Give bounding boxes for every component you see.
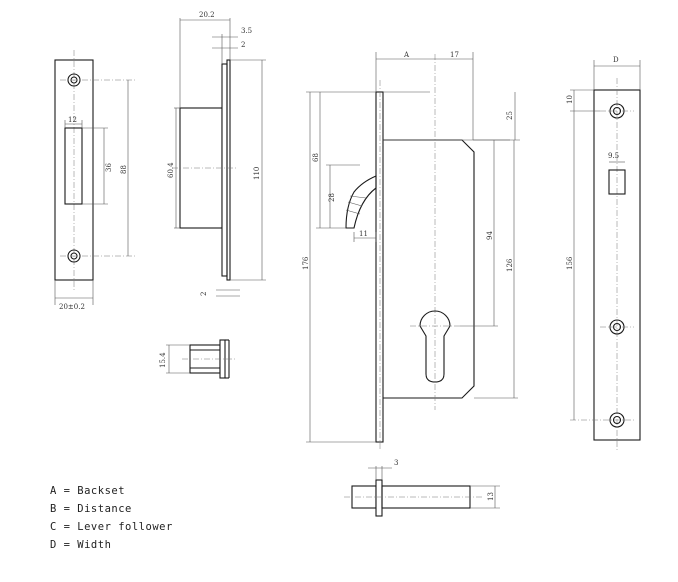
- dim-side-bottom-offset: 2: [200, 292, 208, 296]
- legend-item-c: C = Lever follower: [50, 521, 173, 533]
- dim-case-total-height: 176: [302, 256, 310, 270]
- lock-case-view: A 17 25 68 28 11 94 126 176: [302, 51, 520, 450]
- legend-item-a: A = Backset: [50, 485, 125, 497]
- dim-case-lever-width: 11: [359, 230, 368, 238]
- dim-case-body-height: 126: [506, 258, 514, 272]
- dim-faceplate-hole-spacing: 88: [120, 165, 128, 174]
- legend-item-d: D = Width: [50, 539, 111, 551]
- dim-cylinder-shoulder: 3: [394, 459, 398, 467]
- dim-case-lever-top: 68: [312, 153, 320, 162]
- dim-side-lip: 2: [241, 41, 245, 49]
- dim-strike-top-offset: 10: [566, 95, 574, 104]
- side-profile-view: 20.2 3.5 2 60.4 110 2: [167, 11, 266, 297]
- legend-item-b: B = Distance: [50, 503, 132, 515]
- dim-strike-hole-spacing: 156: [566, 256, 574, 270]
- dim-follower-diameter: 15.4: [159, 352, 167, 368]
- dim-strike-width: D: [613, 56, 619, 64]
- dim-faceplate-slot-height: 36: [105, 163, 113, 172]
- cylinder-pin-part: 3 13: [344, 459, 500, 517]
- dim-cylinder-diameter: 13: [487, 492, 495, 501]
- dim-side-width: 20.2: [199, 11, 215, 19]
- faceplate-front-view: 12 36 88 20±0.2: [54, 50, 135, 311]
- follower-part: 15.4: [159, 339, 236, 379]
- dim-side-plate-thickness: 3.5: [241, 27, 252, 35]
- dim-case-lever-height: 28: [328, 193, 336, 202]
- dim-case-cylinder-center: 94: [486, 231, 494, 240]
- strike-plate-view: D 10 9.5 156: [566, 56, 641, 452]
- dim-side-total-height: 110: [253, 167, 261, 180]
- dim-strike-slot-width: 9.5: [608, 152, 619, 160]
- dim-case-backset: A: [403, 51, 410, 59]
- legend: A = Backset B = Distance C = Lever follo…: [50, 485, 173, 551]
- dim-side-body-height: 60.4: [167, 162, 175, 178]
- dim-case-top-offset: 25: [506, 111, 514, 120]
- dim-faceplate-width: 20±0.2: [59, 303, 85, 311]
- dim-faceplate-slot-width: 12: [68, 116, 77, 124]
- dim-case-width-top: 17: [450, 51, 459, 59]
